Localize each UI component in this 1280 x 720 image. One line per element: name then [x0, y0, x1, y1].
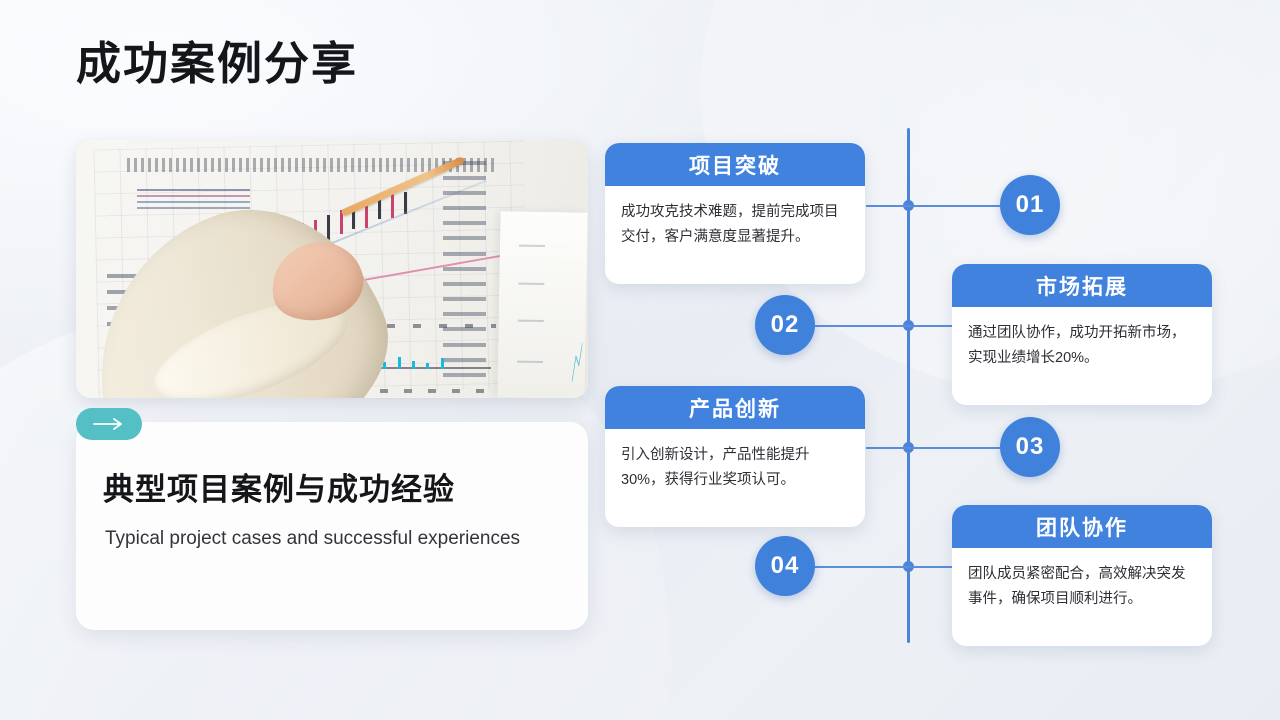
chart-top-indicator	[127, 158, 496, 173]
timeline-card-03[interactable]: 产品创新 引入创新设计，产品性能提升30%，获得行业奖项认可。	[605, 386, 865, 527]
timeline-number-badge-02[interactable]: 02	[755, 295, 815, 355]
timeline-card-02-title: 市场拓展	[952, 264, 1212, 307]
caption-subtitle: Typical project cases and successful exp…	[105, 528, 521, 549]
timeline-card-01[interactable]: 项目突破 成功攻克技术难题，提前完成项目交付，客户满意度显著提升。	[605, 143, 865, 284]
arrow-right-icon[interactable]	[76, 408, 142, 440]
timeline-card-03-body: 引入创新设计，产品性能提升30%，获得行业奖项认可。	[621, 447, 810, 489]
timeline-spine	[907, 128, 910, 643]
timeline-number-badge-03[interactable]: 03	[1000, 417, 1060, 477]
chart-legend-block	[137, 186, 251, 213]
chart-right-axis-labels	[424, 160, 486, 378]
timeline-connector-card-04	[908, 565, 952, 568]
page-title: 成功案例分享	[76, 38, 359, 89]
photo-content	[76, 140, 588, 398]
timeline-connector-badge-01	[908, 204, 1000, 207]
timeline-card-04-body: 团队成员紧密配合，高效解决突发事件，确保项目顺利进行。	[968, 566, 1186, 608]
timeline-connector-card-02	[908, 324, 952, 327]
timeline-card-01-title: 项目突破	[605, 143, 865, 186]
timeline-card-02-body: 通过团队协作，成功开拓新市场，实现业绩增长20%。	[968, 325, 1186, 367]
timeline-connector-badge-04	[815, 565, 908, 568]
timeline-number-badge-04[interactable]: 04	[755, 536, 815, 596]
timeline-number-badge-01[interactable]: 01	[1000, 175, 1060, 235]
timeline-card-04[interactable]: 团队协作 团队成员紧密配合，高效解决突发事件，确保项目顺利进行。	[952, 505, 1212, 646]
timeline-card-01-body: 成功攻克技术难题，提前完成项目交付，客户满意度显著提升。	[621, 204, 839, 246]
timeline-card-04-title: 团队协作	[952, 505, 1212, 548]
side-paper-sheet	[497, 211, 588, 398]
timeline-connector-card-01	[866, 204, 908, 207]
chart-x-axis-labels-lower	[260, 388, 507, 393]
caption-card: 典型项目案例与成功经验 Typical project cases and su…	[76, 408, 588, 630]
side-sheet-line-chart	[571, 342, 583, 383]
timeline-card-03-title: 产品创新	[605, 386, 865, 429]
timeline-connector-card-03	[866, 446, 908, 449]
caption-heading: 典型项目案例与成功经验	[103, 472, 455, 507]
timeline-card-02[interactable]: 市场拓展 通过团队协作，成功开拓新市场，实现业绩增长20%。	[952, 264, 1212, 405]
stock-chart-photo	[76, 140, 588, 398]
timeline-connector-badge-02	[815, 324, 908, 327]
timeline-connector-badge-03	[908, 446, 1000, 449]
